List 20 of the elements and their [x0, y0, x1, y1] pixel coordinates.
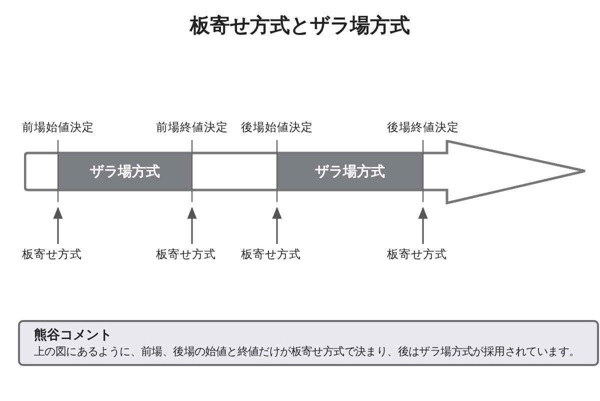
segment-label: ザラ場方式 — [90, 162, 160, 180]
time-label: 後場終値決定 — [387, 120, 459, 135]
arrow — [53, 206, 63, 244]
marker-label: 板寄せ方式 — [387, 247, 447, 262]
marker-label: 板寄せ方式 — [156, 247, 216, 262]
segment-label: ザラ場方式 — [315, 162, 385, 180]
timeline-segment — [277, 154, 423, 189]
marker-label: 板寄せ方式 — [22, 247, 82, 262]
arrow — [272, 206, 282, 244]
comment-text: 上の図にあるように、前場、後場の始値と終値だけが板寄せ方式で決まり、後はザラ場方式が採用されています。 — [34, 344, 581, 359]
arrow — [418, 206, 428, 244]
marker-label: 板寄せ方式 — [241, 247, 301, 262]
comment-box — [18, 320, 599, 366]
title: 板寄せ方式とザラ場方式 — [188, 12, 411, 39]
timeline-segment — [58, 154, 192, 189]
comment-heading: 熊谷コメント — [34, 326, 113, 344]
time-label: 前場始値決定 — [22, 120, 94, 135]
time-label: 前場終値決定 — [156, 120, 228, 135]
arrow — [187, 206, 197, 244]
time-label: 後場始値決定 — [241, 120, 313, 135]
